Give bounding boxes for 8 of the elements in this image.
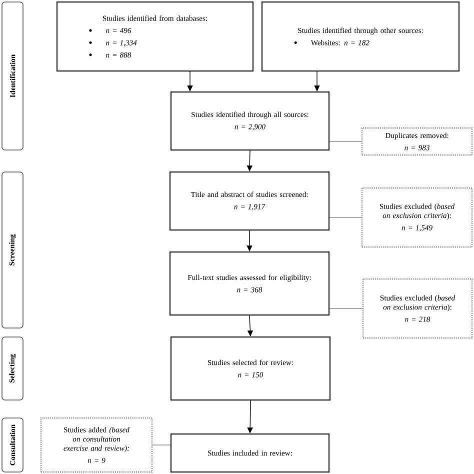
arrow [314,71,320,92]
arrow [246,230,252,252]
arrow [187,71,193,92]
connector-line [329,141,362,142]
arrow [247,400,253,434]
connector-line [329,217,362,218]
connector-line [329,308,363,309]
connector-line [152,444,171,446]
